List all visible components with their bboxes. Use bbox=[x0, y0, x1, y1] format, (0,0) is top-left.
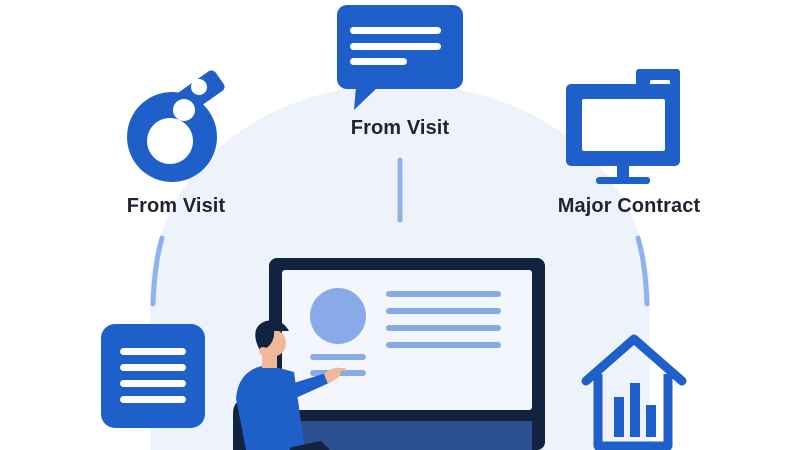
central-monitor bbox=[269, 258, 545, 450]
ring-tag-icon bbox=[127, 70, 225, 182]
folder-monitor-icon bbox=[566, 69, 680, 184]
connector-left bbox=[150, 235, 165, 307]
chat-bubble-icon bbox=[337, 5, 463, 110]
label-right: Major Contract bbox=[557, 195, 701, 217]
label-left: From Visit bbox=[126, 195, 226, 217]
person-illustration bbox=[233, 320, 346, 450]
house-chart-icon bbox=[581, 334, 687, 450]
label-top: From Visit bbox=[350, 117, 450, 139]
connector-right bbox=[635, 235, 650, 307]
document-list-icon bbox=[101, 324, 205, 428]
